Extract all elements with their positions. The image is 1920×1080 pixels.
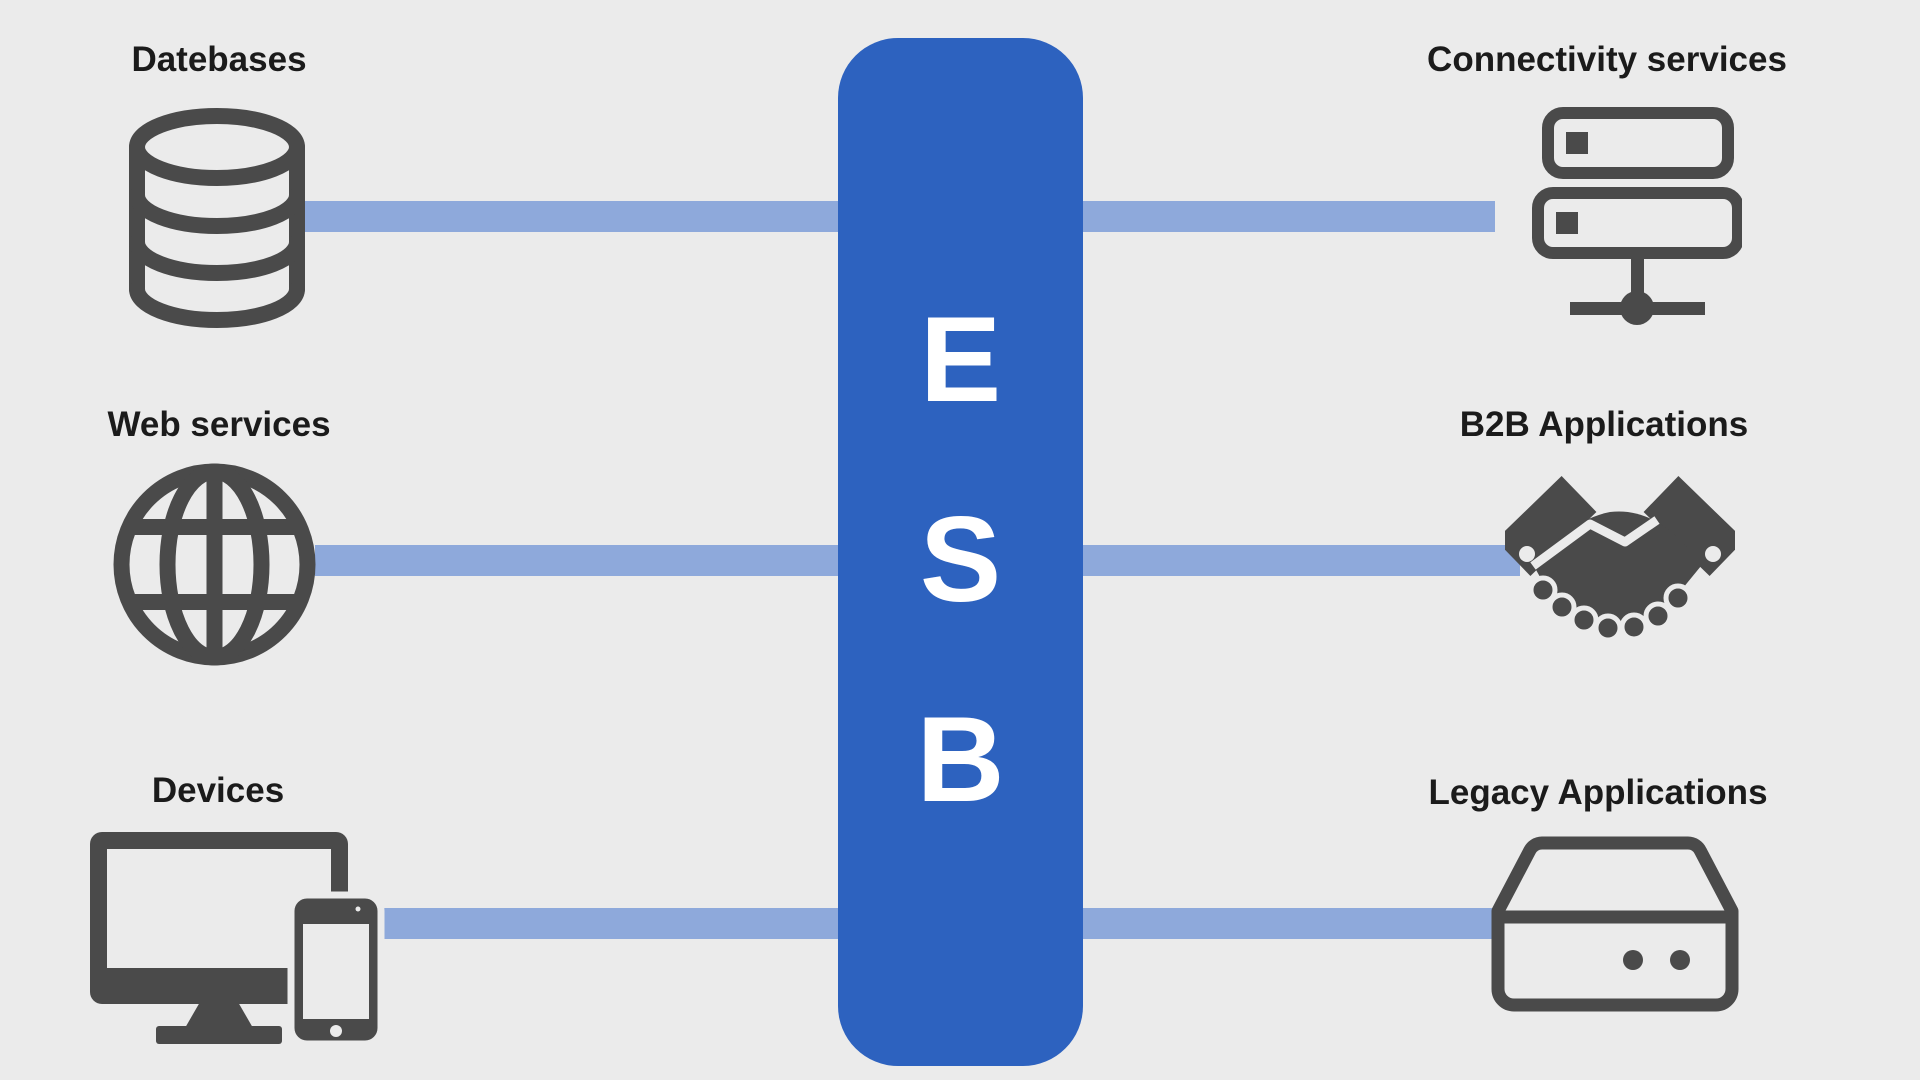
b2b-applications-label: B2B Applications xyxy=(1459,405,1749,444)
esb-bus: E S B xyxy=(838,38,1083,1066)
connector-esb-to-legacy-applications xyxy=(1040,908,1502,939)
drive-box-icon xyxy=(1490,833,1740,1013)
connectivity-services-label: Connectivity services xyxy=(1427,40,1787,79)
connector-devices-to-esb xyxy=(383,908,883,939)
database-icon xyxy=(127,107,307,329)
connector-esb-to-b2b-applications xyxy=(1040,545,1520,576)
server-network-icon xyxy=(1532,106,1742,328)
desktop-phone-icon xyxy=(90,832,385,1047)
esb-letter-b: B xyxy=(916,691,1005,827)
esb-letter-e: E xyxy=(919,291,1002,427)
legacy-applications-label: Legacy Applications xyxy=(1428,773,1768,812)
connector-databases-to-esb xyxy=(305,201,885,232)
databases-label: Datebases xyxy=(131,40,307,79)
connector-web-services-to-esb xyxy=(315,545,885,576)
handshake-icon xyxy=(1505,470,1735,665)
web-services-label: Web services xyxy=(107,405,331,444)
devices-label: Devices xyxy=(151,771,285,810)
connector-esb-to-connectivity-services xyxy=(1040,201,1495,232)
esb-letter-s: S xyxy=(919,491,1002,627)
globe-icon xyxy=(112,462,317,667)
